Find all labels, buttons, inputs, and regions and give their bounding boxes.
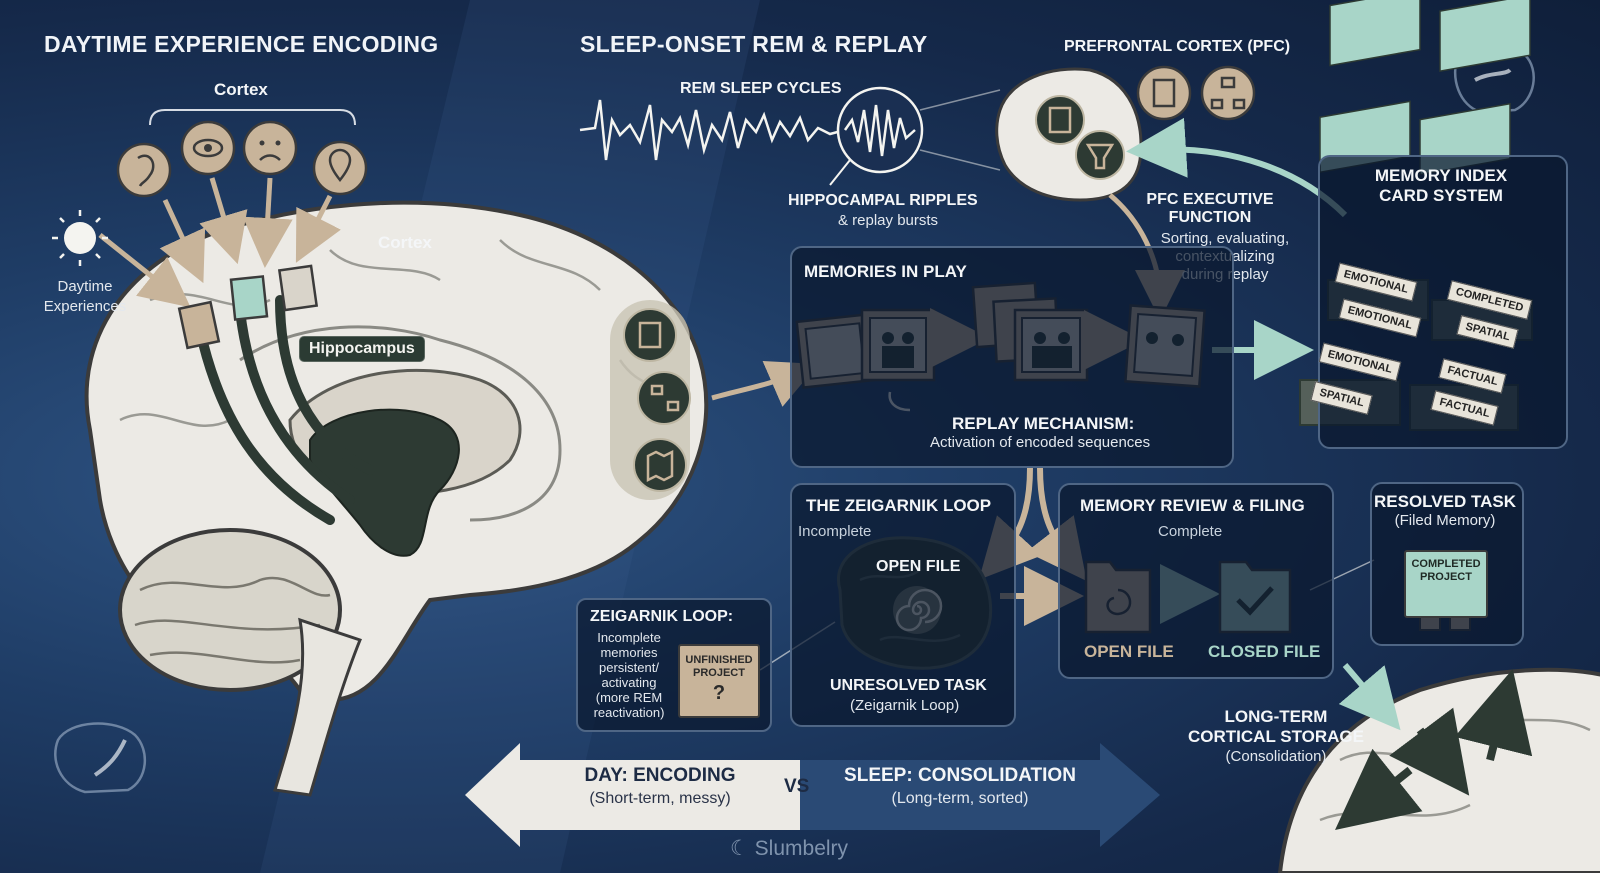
longterm-line-2: CORTICAL STORAGE	[1188, 727, 1364, 746]
rem-cycles-label: REM SLEEP CYCLES	[680, 80, 842, 97]
resolved-title: RESOLVED TASK	[1374, 492, 1516, 511]
longterm-subtitle: (Consolidation)	[1225, 748, 1327, 765]
review-open-file: OPEN FILE	[1084, 642, 1174, 661]
document-icon	[229, 275, 269, 321]
zeigarnik-open-file: OPEN FILE	[876, 558, 961, 575]
moon-icon: ☾	[730, 837, 749, 860]
completed-line-1: COMPLETED	[1411, 558, 1481, 570]
rem-heading: SLEEP-ONSET REM & REPLAY	[580, 31, 928, 57]
callout-line: persistent/	[599, 660, 659, 675]
frontal-nodes	[610, 300, 819, 500]
cortex-label-top: Cortex	[214, 80, 268, 99]
replay-subtitle: Activation of encoded sequences	[930, 434, 1151, 451]
brand-name: Slumbelry	[754, 837, 849, 860]
checklist-icon	[1136, 65, 1192, 121]
pfc-exec-sub-1: Sorting, evaluating,	[1160, 230, 1290, 247]
main-brain-illustration	[84, 200, 709, 797]
location-icon	[312, 140, 368, 196]
cortex-label-brain: Cortex	[378, 233, 432, 252]
callout-line: (more REM	[595, 690, 663, 705]
sleep-title: SLEEP: CONSOLIDATION	[844, 765, 1076, 786]
callout-lines: Incomplete memories persistent/ activati…	[584, 630, 674, 720]
replay-title: REPLAY MECHANISM:	[952, 414, 1135, 433]
memories-panel	[790, 246, 1234, 468]
storage-brain-illustration	[1277, 663, 1600, 873]
index-title-1: MEMORY INDEX	[1374, 166, 1508, 185]
vs-label: VS	[784, 776, 810, 797]
sleep-subtitle: (Long-term, sorted)	[891, 790, 1029, 807]
sad-face-icon	[242, 120, 298, 176]
pfc-exec-title-1: PFC EXECUTIVE	[1146, 191, 1274, 208]
callout-line: memories	[600, 645, 658, 660]
hierarchy-icon	[1200, 65, 1256, 121]
memories-title: MEMORIES IN PLAY	[804, 262, 967, 281]
unresolved-subtitle: (Zeigarnik Loop)	[850, 697, 960, 714]
review-panel	[1058, 483, 1334, 679]
unfinished-folder-icon: UNFINISHED PROJECT ?	[678, 644, 760, 718]
ripples-title: HIPPOCAMPAL RIPPLES	[788, 192, 978, 209]
encoding-heading: DAYTIME EXPERIENCE ENCODING	[44, 31, 439, 57]
pfc-title: PREFRONTAL CORTEX (PFC)	[1064, 38, 1291, 55]
resolved-panel	[1370, 482, 1524, 646]
zeigarnik-status: Incomplete	[798, 523, 872, 540]
callout-title: ZEIGARNIK LOOP:	[590, 608, 734, 625]
review-title: MEMORY REVIEW & FILING	[1080, 496, 1305, 515]
filter-icon	[1075, 130, 1125, 180]
document-icon	[177, 300, 221, 350]
map-icon	[633, 438, 687, 492]
resolved-subtitle: (Filed Memory)	[1394, 512, 1496, 529]
callout-line: reactivation)	[593, 705, 665, 720]
unresolved-title: UNRESOLVED TASK	[830, 677, 987, 694]
daytime-label-1: Daytime	[57, 278, 113, 295]
sense-icons	[98, 109, 368, 350]
compare-arrow	[465, 743, 1160, 847]
review-status: Complete	[1158, 523, 1223, 540]
sun-icon	[52, 210, 108, 266]
pfc-exec-title-2: FUNCTION	[1168, 209, 1252, 226]
clipboard-icon	[623, 308, 677, 362]
document-icon	[277, 264, 319, 312]
corner-brain-icon	[54, 722, 147, 794]
brand-logo: ☾ Slumbelry	[730, 836, 848, 861]
ripples-subtitle: & replay bursts	[838, 212, 939, 229]
completed-folder-icon: COMPLETED PROJECT	[1404, 550, 1488, 618]
zeigarnik-panel	[790, 483, 1016, 727]
notepad-icon	[1035, 95, 1085, 145]
longterm-line-1: LONG-TERM	[1224, 707, 1328, 726]
completed-line-2: PROJECT	[1420, 571, 1472, 583]
unfinished-line-2: PROJECT	[693, 667, 745, 679]
callout-line: Incomplete	[597, 630, 661, 645]
unfinished-mark: ?	[712, 682, 726, 704]
callout-line: activating	[601, 675, 657, 690]
hippocampus-label: Hippocampus	[299, 336, 425, 362]
zeigarnik-title: THE ZEIGARNIK LOOP	[806, 496, 992, 515]
rem-waveform	[579, 86, 1001, 186]
index-title-2: CARD SYSTEM	[1379, 186, 1503, 205]
day-title: DAY: ENCODING	[584, 765, 736, 786]
daytime-label-2: Experiences	[43, 298, 127, 315]
flowchart-icon	[637, 371, 691, 425]
pfc-brain-illustration	[995, 65, 1348, 320]
ear-icon	[116, 142, 172, 198]
day-subtitle: (Short-term, messy)	[589, 790, 731, 807]
review-closed-file: CLOSED FILE	[1208, 642, 1321, 661]
unfinished-line-1: UNFINISHED	[685, 654, 753, 666]
